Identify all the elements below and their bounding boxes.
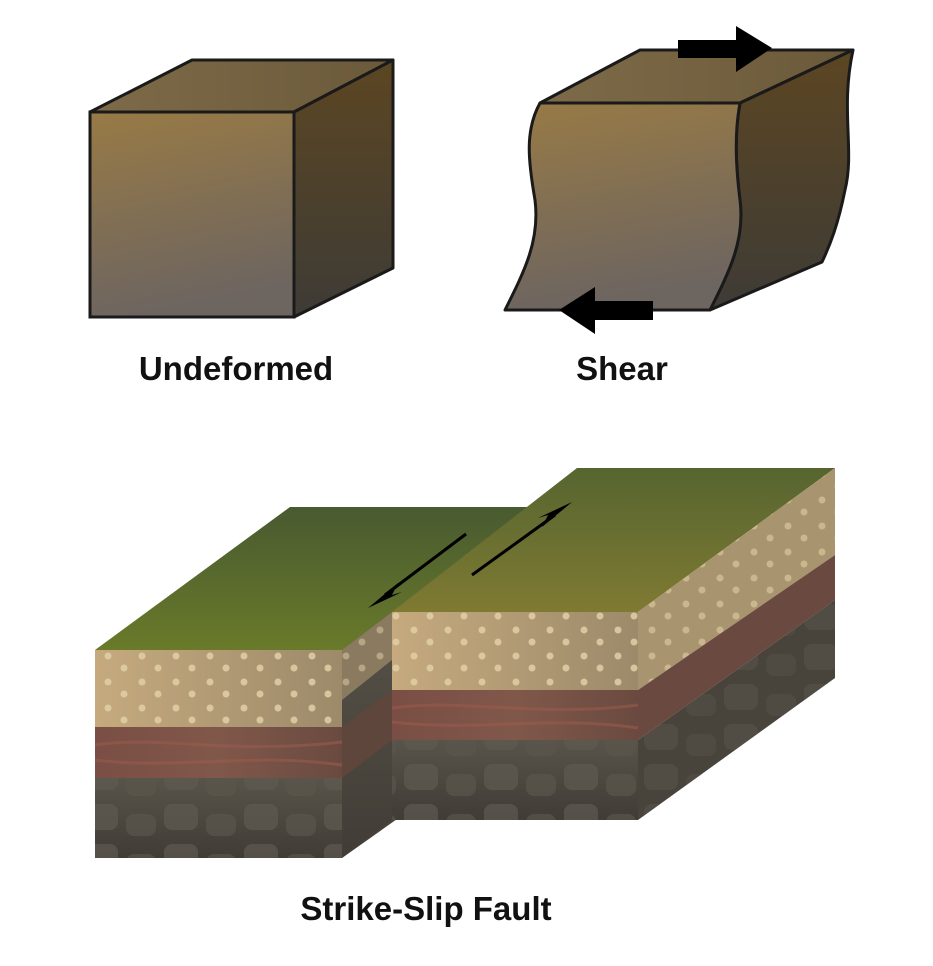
shear-arrow-right-icon <box>678 26 772 72</box>
fault-left-block <box>94 507 537 858</box>
undeformed-label: Undeformed <box>138 350 334 387</box>
fault-arrow-up-right-icon <box>471 502 572 577</box>
fault-right-block <box>391 468 835 820</box>
shear-label: Shear <box>576 350 668 387</box>
shear-cube <box>503 48 855 312</box>
shear-arrow-left-icon <box>559 287 653 334</box>
fault-arrow-down-left-icon <box>368 532 467 608</box>
undeformed-cube <box>88 58 395 319</box>
strike-slip-fault-label: Strike-Slip Fault <box>300 890 552 927</box>
